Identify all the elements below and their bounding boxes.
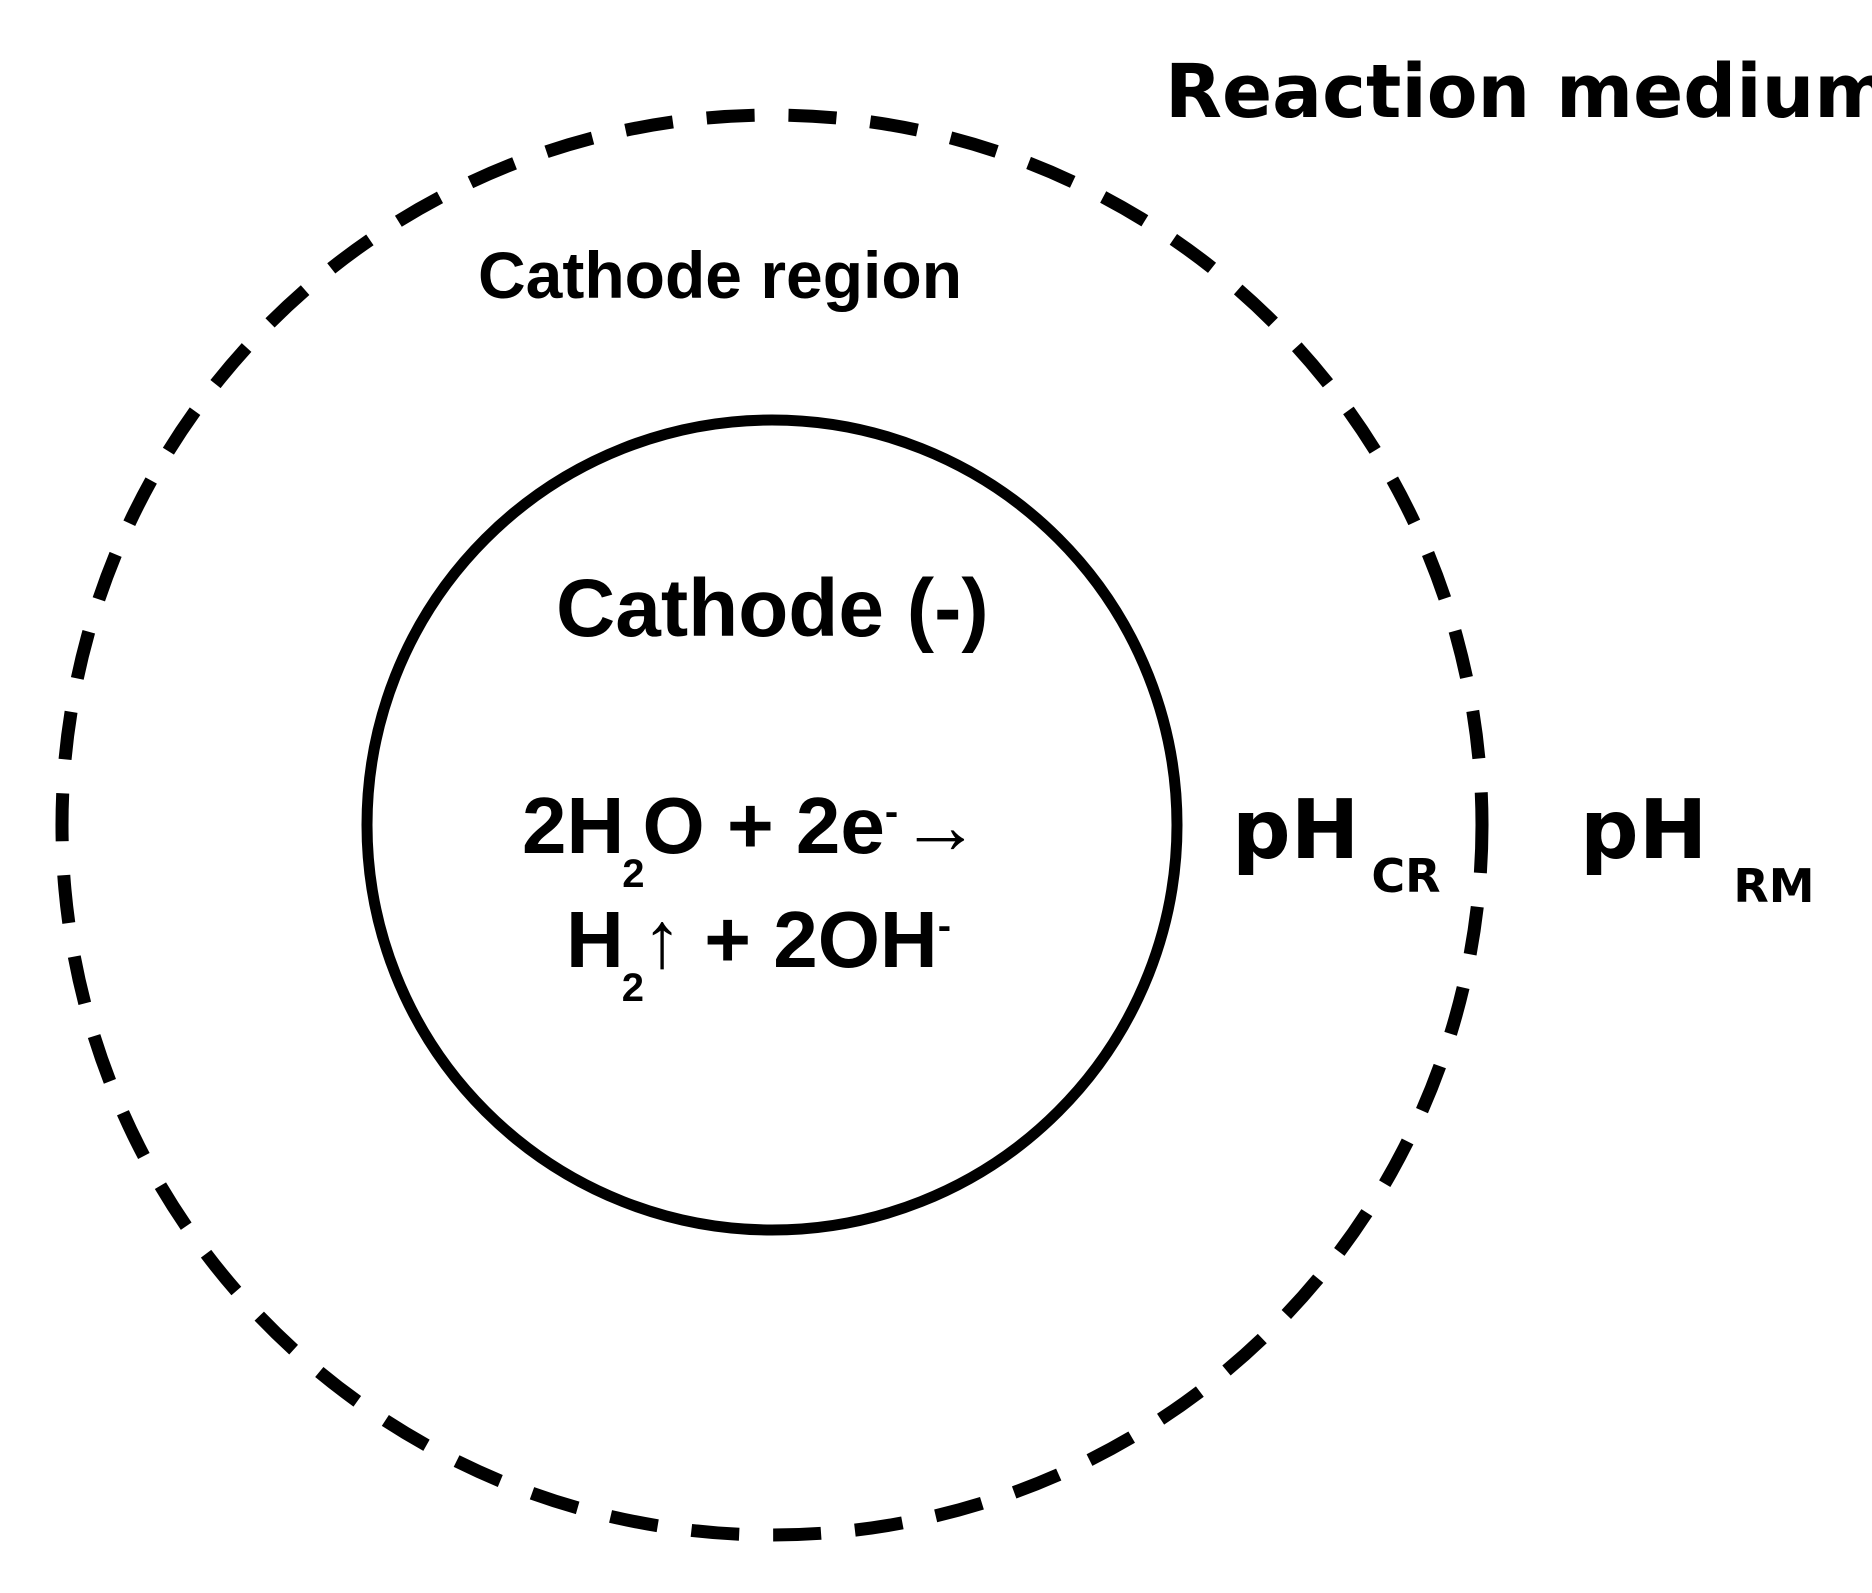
- eq2-superscript: -: [937, 904, 952, 948]
- reaction-arrow: →: [900, 781, 981, 870]
- eq1-superscript: -: [884, 790, 899, 834]
- cathode-label: Cathode (-): [556, 563, 989, 654]
- cathode-region-label: Cathode region: [478, 238, 963, 312]
- eq1-reactant-h: 2H: [522, 781, 625, 870]
- reaction-equation-line-1: 2H2O + 2e-→: [522, 786, 980, 895]
- reaction-medium-label: Reaction medium: [1165, 49, 1872, 135]
- eq2-subscript: 2: [621, 966, 645, 1010]
- ph-reaction-medium-label: pHRM: [1580, 790, 1815, 910]
- ph-rm-base: pH: [1580, 783, 1708, 878]
- cathode-circle: [361, 414, 1183, 1236]
- ph-rm-subscript: RM: [1733, 859, 1815, 913]
- reaction-equation-line-2: H2↑ + 2OH-: [566, 900, 953, 1009]
- ph-cr-base: pH: [1232, 783, 1360, 878]
- eq2-products: ↑ + 2OH: [642, 895, 938, 984]
- cathode-region-boundary: [55, 108, 1489, 1542]
- eq2-hydrogen: H: [566, 895, 624, 984]
- eq1-reactant-rest: O + 2e: [642, 781, 885, 870]
- eq1-subscript: 2: [622, 852, 645, 896]
- ph-cr-subscript: CR: [1371, 849, 1441, 903]
